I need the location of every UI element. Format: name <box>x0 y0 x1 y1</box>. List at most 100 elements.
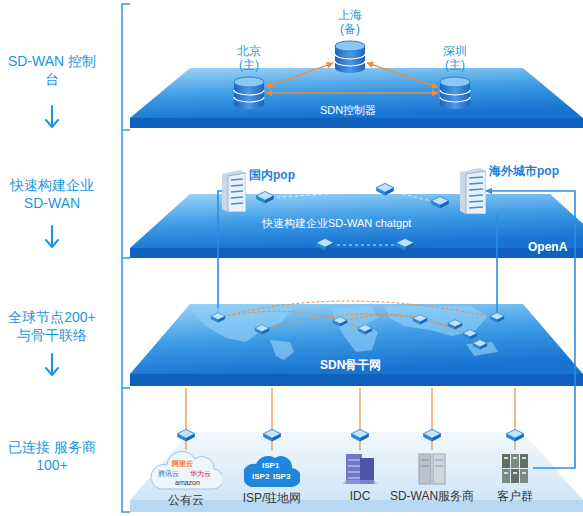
connector <box>496 214 498 318</box>
text-slot: SDN控制器 <box>320 103 376 117</box>
provider-icon <box>342 450 378 486</box>
switch-icon <box>358 325 372 335</box>
connector <box>266 63 333 87</box>
database-node: 上海 (备) <box>333 40 367 74</box>
database-cylinder <box>438 76 472 110</box>
plane-label: OpenA <box>528 240 567 254</box>
switch-icon <box>255 325 269 335</box>
logo-text: amazon <box>175 479 200 487</box>
pop-label: 海外城市pop <box>489 164 559 179</box>
city-label: 北京 (主) <box>231 44 267 72</box>
provider-node: ISP1ISP2 ISP3ISP/驻地网 <box>243 450 302 506</box>
provider-label: 公有云 <box>150 493 222 508</box>
plane-label: SDN骨干网 <box>320 358 381 372</box>
provider-label: 客户群 <box>497 489 533 504</box>
text-slot: 已连接 服务商100+ <box>3 438 101 474</box>
server-icon <box>460 168 486 214</box>
switch-icon <box>473 340 487 350</box>
switch-icon <box>490 313 504 323</box>
bracket <box>122 4 130 512</box>
switch-icon <box>431 196 449 208</box>
logo-text: ISP2 <box>252 472 269 481</box>
text-slot: 北京 (主) <box>219 44 279 72</box>
text-slot: ISP2 <box>252 472 269 481</box>
connector <box>218 191 222 318</box>
world-map <box>192 306 498 360</box>
layer-plane: 快速构建企业SD-WAN chatgptOpenA <box>130 188 583 260</box>
pop-label: 国内pop <box>249 168 295 183</box>
logo-text: 阿里云 <box>172 460 193 468</box>
backbone-arcs <box>218 301 497 345</box>
icon-box <box>499 450 531 486</box>
icon-box <box>342 450 378 486</box>
switch-icon <box>333 317 347 327</box>
connector <box>266 92 438 93</box>
pop-server: 海外城市pop <box>460 168 486 214</box>
logo-text: ISP1 <box>262 461 279 470</box>
text-slot: 快速构建企业 SD-WAN <box>3 176 101 212</box>
provider-node: SD-WAN服务商 <box>390 450 475 504</box>
database-cylinder <box>333 40 367 74</box>
text-slot: ISP3 <box>273 472 290 481</box>
logo-text: ISP3 <box>273 472 290 481</box>
database-cylinder <box>232 76 266 110</box>
switch-icon <box>263 429 281 441</box>
plane-label: SDN控制器 <box>320 103 376 117</box>
provider-node: IDC <box>342 450 378 504</box>
provider-node: 阿里云腾讯云 华为云amazon 公有云 <box>150 450 222 508</box>
stage-label: 全球节点200+ 与骨干联络 <box>3 308 101 344</box>
text-slot: 海外城市pop <box>489 164 559 179</box>
switch-icon <box>448 320 462 330</box>
switch-icon <box>396 238 414 250</box>
connector <box>486 191 575 468</box>
provider-label: IDC <box>342 489 378 504</box>
icon-box <box>414 450 450 486</box>
switch-icon <box>211 313 225 323</box>
database-node: 北京 (主) <box>232 76 266 110</box>
text-slot: ISP1 <box>262 461 279 470</box>
stage-label: 快速构建企业 SD-WAN <box>3 176 101 212</box>
city-label: 深圳 (主) <box>437 44 473 72</box>
text-slot: 快速构建企业SD-WAN chatgpt <box>262 216 411 230</box>
provider-label: SD-WAN服务商 <box>390 489 475 504</box>
text-slot: OpenA <box>528 240 567 254</box>
switch-icon <box>316 238 334 250</box>
icon-box: ISP1ISP2 ISP3 <box>244 450 300 488</box>
pop-server: 国内pop <box>222 170 246 212</box>
switch-icon <box>506 429 524 441</box>
text-slot: 华为云 <box>190 470 211 478</box>
text-slot: 深圳 (主) <box>425 44 485 72</box>
text-slot: 全球节点200+ 与骨干联络 <box>3 308 101 344</box>
switch-icon <box>351 429 369 441</box>
connector <box>367 63 438 87</box>
switch-icon <box>423 429 441 441</box>
provider-icon <box>414 450 450 486</box>
plane-label: 快速构建企业SD-WAN chatgpt <box>262 216 411 230</box>
text-slot: 国内pop <box>249 168 295 183</box>
logo-text: 腾讯云 <box>158 470 179 478</box>
stage-label: 已连接 服务商100+ <box>3 438 101 474</box>
text-slot: 上海 (备) <box>320 8 380 36</box>
switch-icon <box>463 330 477 340</box>
provider-icon <box>499 450 531 486</box>
text-slot: 阿里云 <box>172 460 193 468</box>
switch-icon <box>376 183 394 195</box>
icon-box: 阿里云腾讯云 华为云amazon <box>150 450 222 490</box>
switch-icon <box>256 191 274 203</box>
logo-text: 华为云 <box>190 470 211 478</box>
provider-label: ISP/驻地网 <box>243 491 302 506</box>
city-label: 上海 (备) <box>332 8 368 36</box>
server-icon <box>222 170 246 212</box>
text-slot: SD-WAN 控制台 <box>3 52 101 88</box>
text-slot: amazon <box>175 479 200 487</box>
provider-node: 客户群 <box>497 450 533 504</box>
switch-icon <box>177 429 195 441</box>
stage-label: SD-WAN 控制台 <box>3 52 101 88</box>
text-slot: SDN骨干网 <box>320 358 381 372</box>
text-slot: 腾讯云 <box>158 470 179 478</box>
switch-icon <box>413 315 427 325</box>
database-node: 深圳 (主) <box>438 76 472 110</box>
